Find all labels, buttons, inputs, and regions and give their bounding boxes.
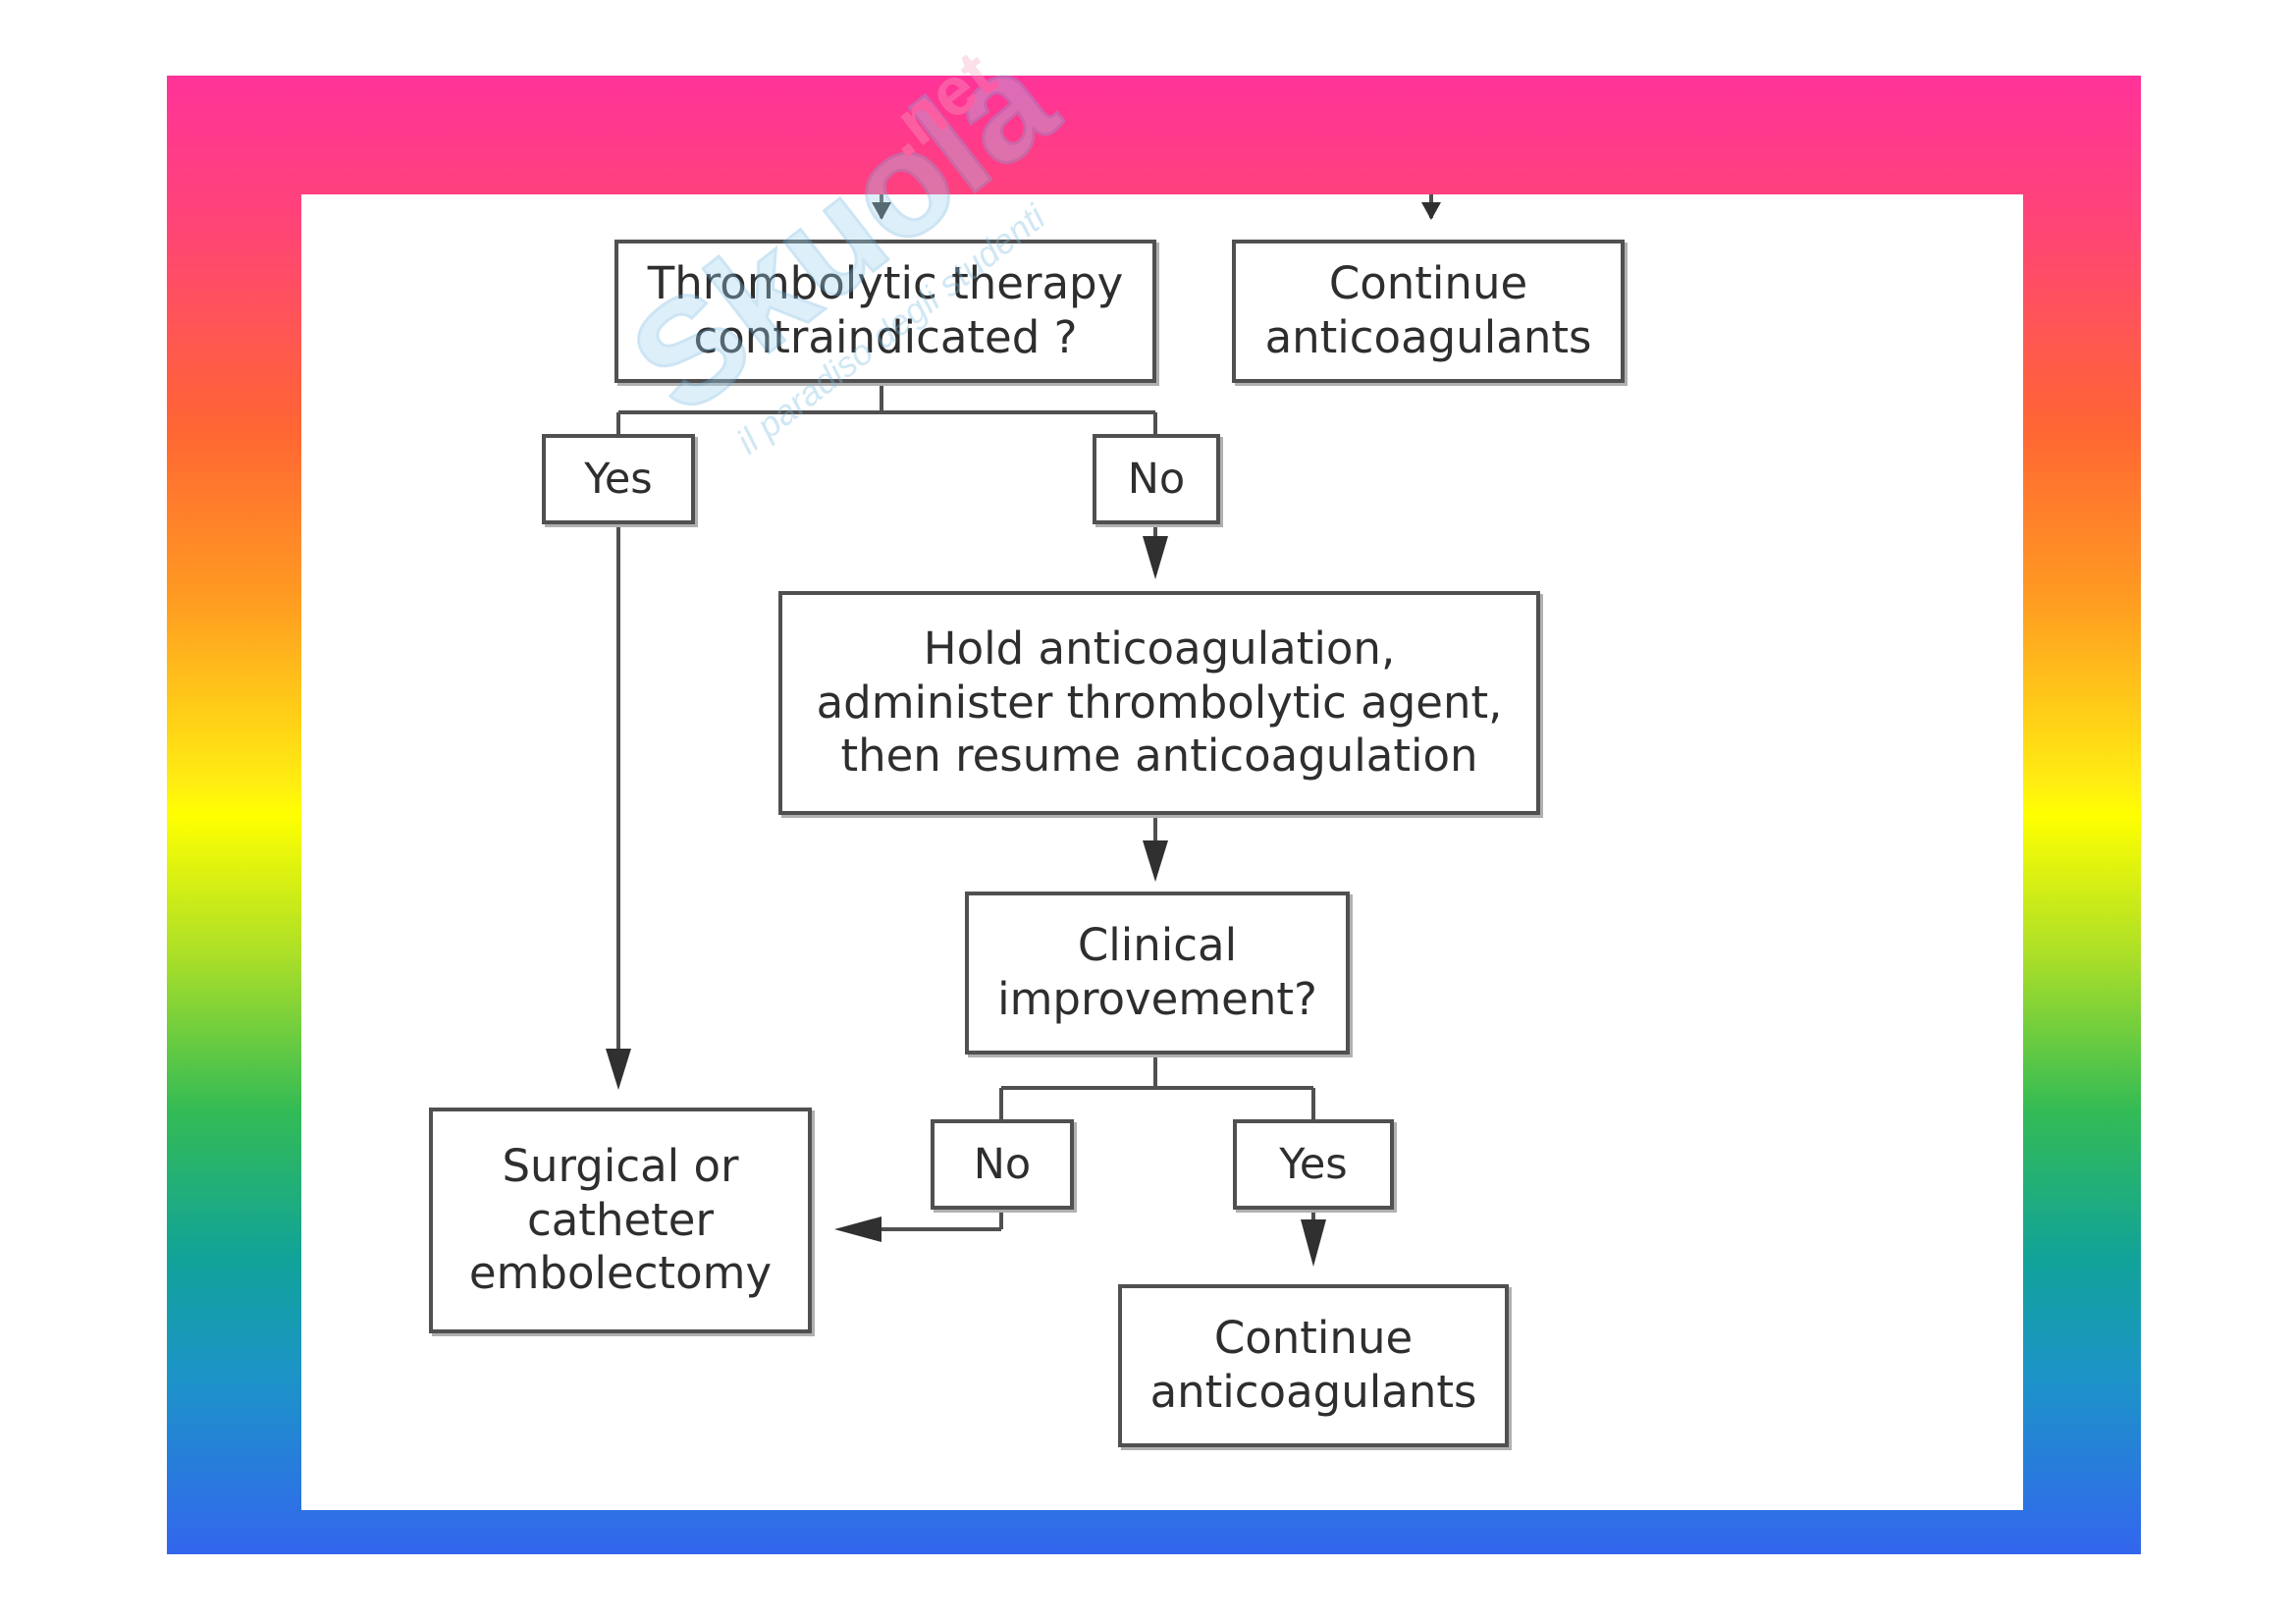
hold-anticoagulation-box: Hold anticoagulation, administer thrombo… bbox=[778, 591, 1540, 815]
continue-anticoagulants-bottom-box: Continue anticoagulants bbox=[1118, 1284, 1509, 1447]
yes-label-box-2: Yes bbox=[1233, 1119, 1394, 1210]
continue-anticoagulants-top-text: Continue anticoagulants bbox=[1264, 257, 1592, 363]
no-label-box-1: No bbox=[1093, 434, 1220, 524]
yes-label-text-2: Yes bbox=[1279, 1139, 1348, 1189]
surgical-embolectomy-text: Surgical or catheter embolectomy bbox=[468, 1139, 773, 1300]
arrowhead-incoming-right bbox=[1421, 202, 1441, 220]
hold-anticoagulation-text: Hold anticoagulation, administer thrombo… bbox=[816, 622, 1503, 783]
thrombolytic-question-text: Thrombolytic therapy contraindicated ? bbox=[647, 257, 1124, 363]
clinical-improvement-text: Clinical improvement? bbox=[997, 919, 1317, 1025]
yes-label-box-1: Yes bbox=[542, 434, 695, 524]
yes-label-text-1: Yes bbox=[584, 454, 653, 504]
thrombolytic-question-box: Thrombolytic therapy contraindicated ? bbox=[614, 240, 1156, 383]
no-label-text-2: No bbox=[973, 1139, 1032, 1189]
arrowhead-hold-to-clinical bbox=[1143, 840, 1168, 882]
no-label-text-1: No bbox=[1127, 454, 1186, 504]
surgical-embolectomy-box: Surgical or catheter embolectomy bbox=[429, 1108, 812, 1333]
arrowhead-yes-to-surgical bbox=[606, 1049, 631, 1090]
arrowhead-yes2-to-continue bbox=[1301, 1219, 1326, 1267]
arrowhead-no-to-hold bbox=[1143, 536, 1168, 579]
no-label-box-2: No bbox=[931, 1119, 1074, 1210]
continue-anticoagulants-bottom-text: Continue anticoagulants bbox=[1149, 1312, 1477, 1418]
continue-anticoagulants-top-box: Continue anticoagulants bbox=[1232, 240, 1625, 383]
arrowhead-incoming-left bbox=[872, 202, 891, 220]
clinical-improvement-box: Clinical improvement? bbox=[965, 892, 1350, 1055]
arrowhead-no2-to-surgical bbox=[834, 1217, 881, 1242]
